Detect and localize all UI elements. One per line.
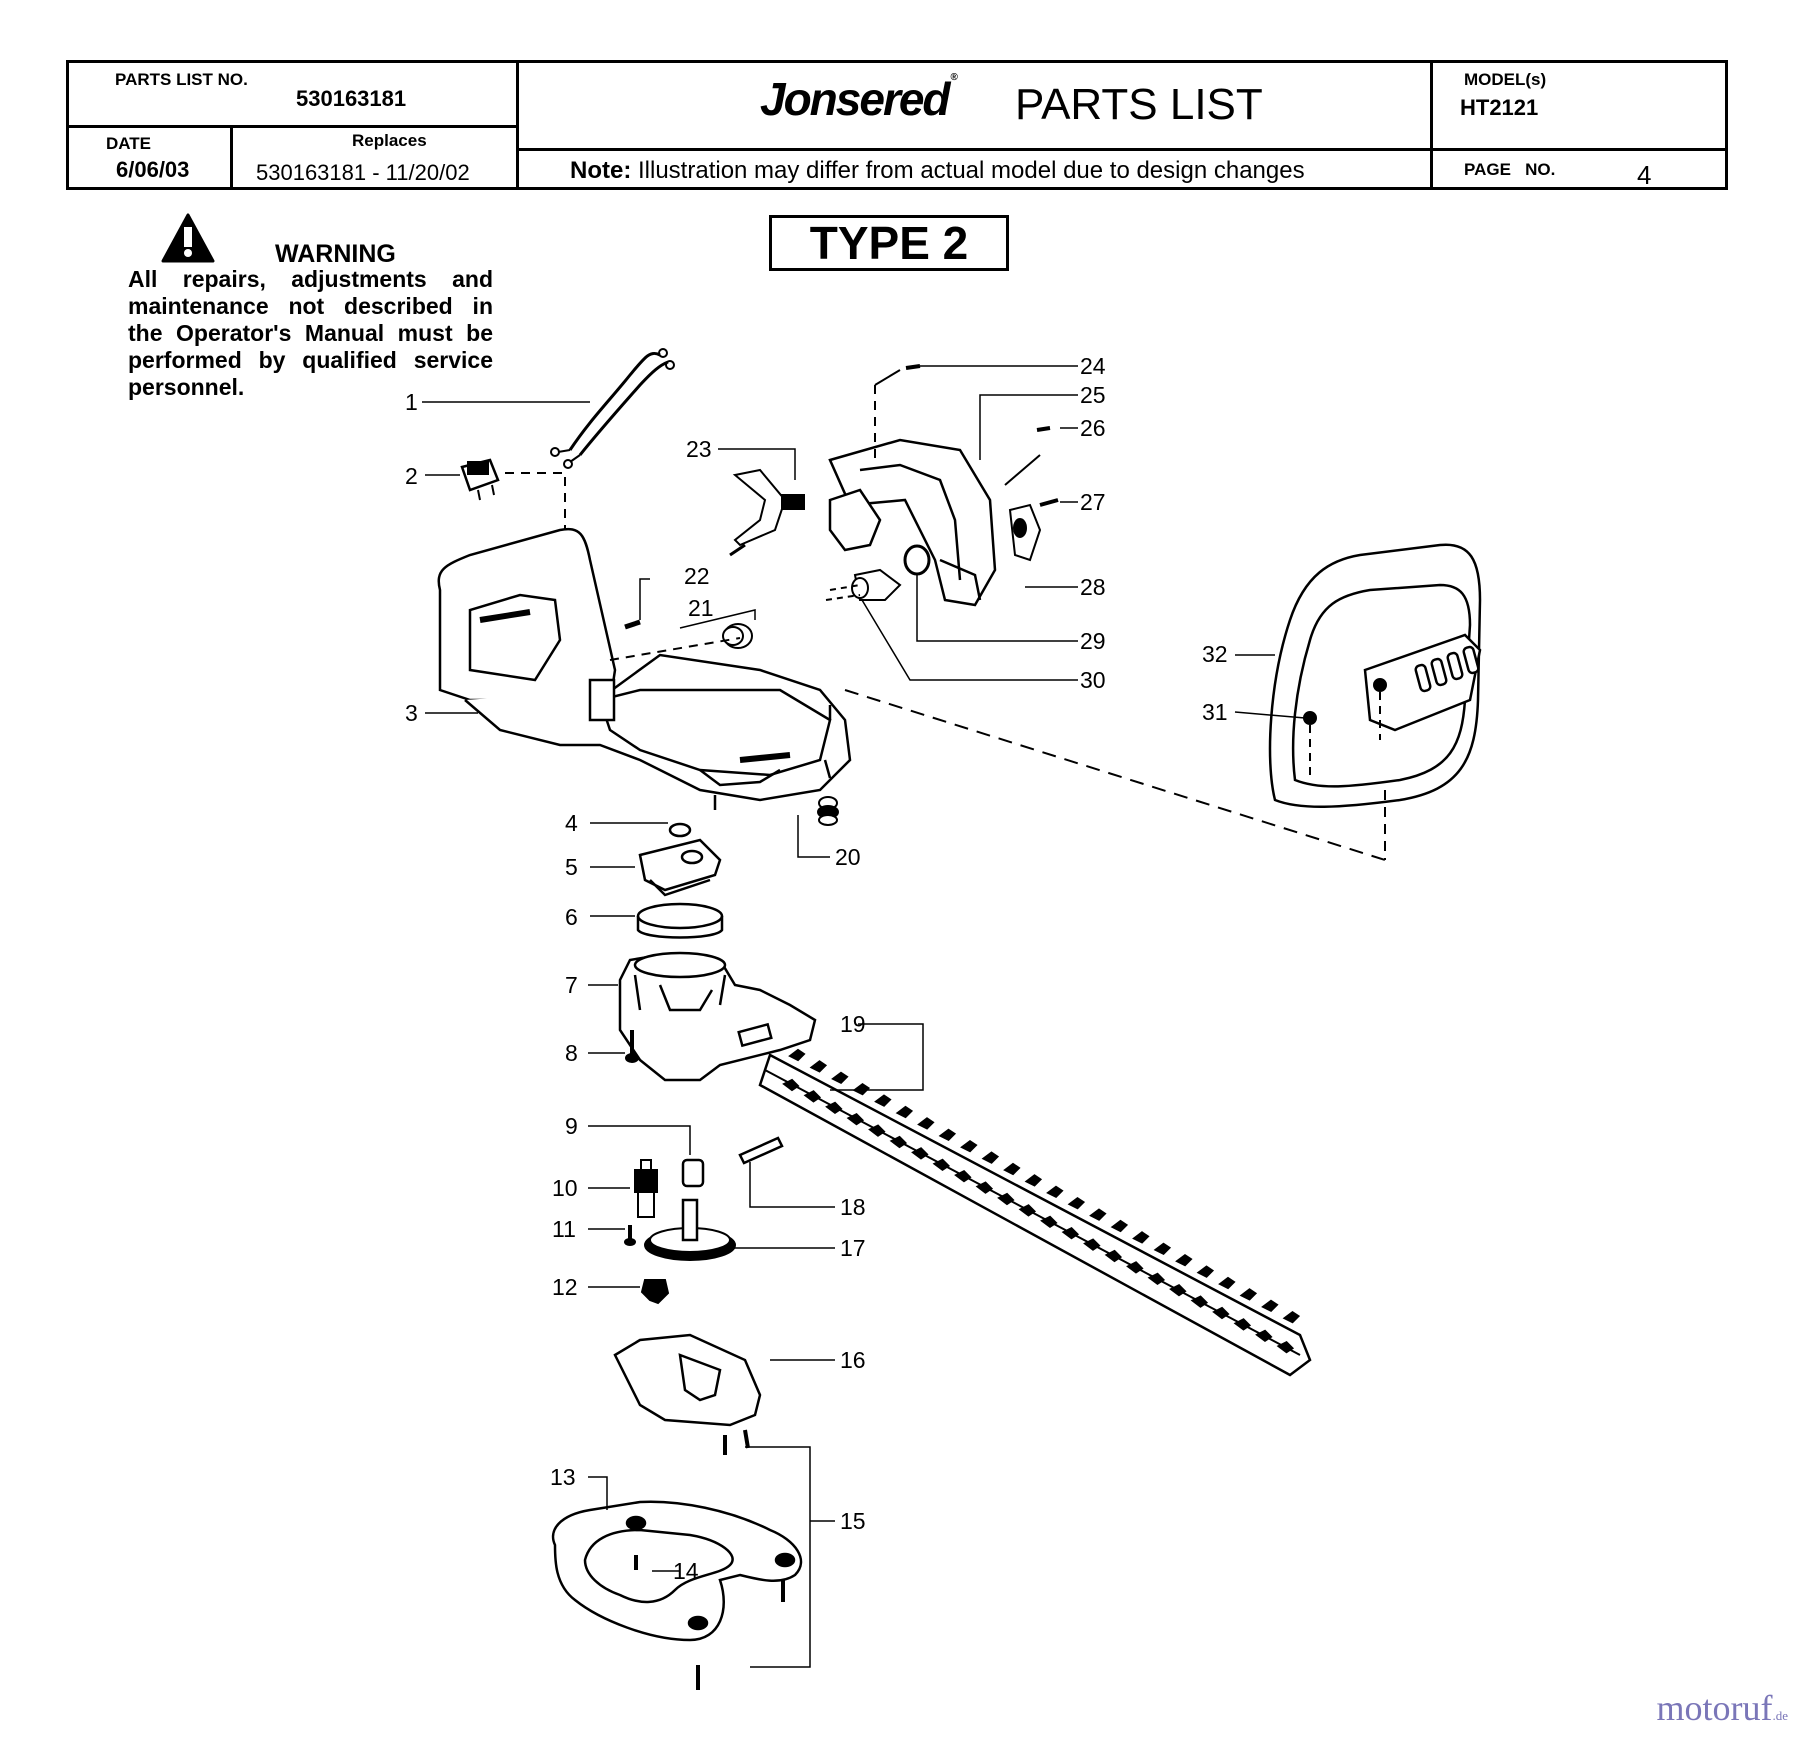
callout-6: 6 (565, 904, 578, 930)
callout-3: 3 (405, 700, 418, 726)
callout-21: 21 (688, 595, 714, 621)
part-pinion-10 (634, 1159, 658, 1218)
part-5 (638, 838, 722, 897)
warning-text: All repairs, adjustments and maintenance… (128, 266, 493, 400)
callout-16: 16 (840, 1347, 866, 1373)
date-value: 6/06/03 (116, 157, 190, 182)
parts-list-no: 530163181 (296, 86, 407, 111)
callout-18: 18 (840, 1194, 866, 1220)
part-ring-29 (903, 544, 931, 576)
part-trigger-23 (729, 468, 805, 557)
callout-12: 12 (552, 1274, 578, 1300)
callout-27: 27 (1080, 489, 1106, 515)
part-nut-12 (640, 1279, 670, 1305)
model-value: HT2121 (1460, 95, 1539, 120)
callout-14: 14 (673, 1558, 699, 1584)
part-screw-22 (624, 619, 641, 630)
callout-23: 23 (686, 436, 712, 462)
callout-24: 24 (1080, 353, 1106, 379)
part-bearing-6 (636, 902, 724, 939)
header-divider (516, 148, 1728, 151)
page-no-value: 4 (1637, 160, 1652, 190)
part-gear-17 (644, 1198, 736, 1261)
warning-title: WARNING (275, 240, 396, 268)
callout-31: 31 (1202, 699, 1228, 725)
part-gear-housing-7 (618, 951, 817, 1082)
header-divider (230, 125, 233, 190)
part-rear-handle (437, 527, 852, 810)
leader-lines (422, 365, 1306, 1668)
part-slider-18 (738, 1136, 784, 1165)
callout-4: 4 (565, 810, 578, 836)
callout-30: 30 (1080, 667, 1106, 693)
header-divider (66, 125, 518, 128)
callout-8: 8 (565, 1040, 578, 1066)
brand-logo: Jonsered® (760, 72, 958, 125)
page-no-label: PAGE NO. (1464, 160, 1556, 179)
part-wire-harness (550, 348, 675, 469)
callout-10: 10 (552, 1175, 578, 1201)
callout-22: 22 (684, 563, 710, 589)
callout-28: 28 (1080, 574, 1106, 600)
type-label: TYPE 2 (769, 215, 1009, 271)
watermark: motoruf.de (1656, 1688, 1788, 1728)
callout-5: 5 (565, 854, 578, 880)
note-label: Note: (570, 157, 632, 184)
callout-25: 25 (1080, 382, 1106, 408)
callout-numbers: 1234567891011121314151617181920212223242… (405, 353, 1228, 1584)
part-plug (722, 623, 753, 649)
page-title: PARTS LIST (1015, 80, 1263, 129)
part-lever-28 (1008, 503, 1042, 562)
design-note: Note: Illustration may differ from actua… (570, 157, 1305, 185)
replaces-label: Replaces (352, 131, 427, 150)
callout-7: 7 (565, 972, 578, 998)
part-front-grip (828, 438, 997, 607)
callout-19: 19 (840, 1011, 866, 1037)
callout-13: 13 (550, 1464, 576, 1490)
note-text: Illustration may differ from actual mode… (638, 157, 1305, 184)
models-label: MODEL(s) (1464, 70, 1547, 89)
part-front-guard (1268, 543, 1482, 808)
warning-icon (161, 213, 215, 263)
callout-26: 26 (1080, 415, 1106, 441)
part-washer-4 (668, 822, 692, 838)
header-divider (1430, 60, 1433, 190)
part-switch (460, 458, 500, 501)
parts-list-no-label: PARTS LIST NO. (115, 70, 248, 89)
callout-17: 17 (840, 1235, 866, 1261)
callout-2: 2 (405, 463, 418, 489)
part-bushing-9 (681, 1158, 705, 1188)
callout-20: 20 (835, 844, 861, 870)
callout-9: 9 (565, 1113, 578, 1139)
callout-11: 11 (552, 1216, 576, 1242)
part-switch-30 (851, 568, 902, 601)
callout-1: 1 (405, 389, 418, 415)
callout-32: 32 (1202, 641, 1228, 667)
replaces-value: 530163181 - 11/20/02 (256, 160, 470, 185)
part-cutting-blade-19 (758, 1048, 1312, 1377)
callout-29: 29 (1080, 628, 1106, 654)
callout-15: 15 (840, 1508, 866, 1534)
part-damper-20 (817, 796, 839, 826)
part-cover-plate-16 (613, 1333, 762, 1427)
date-label: DATE (106, 134, 152, 153)
part-screw-8 (625, 1030, 639, 1063)
part-screw-11 (624, 1225, 636, 1246)
